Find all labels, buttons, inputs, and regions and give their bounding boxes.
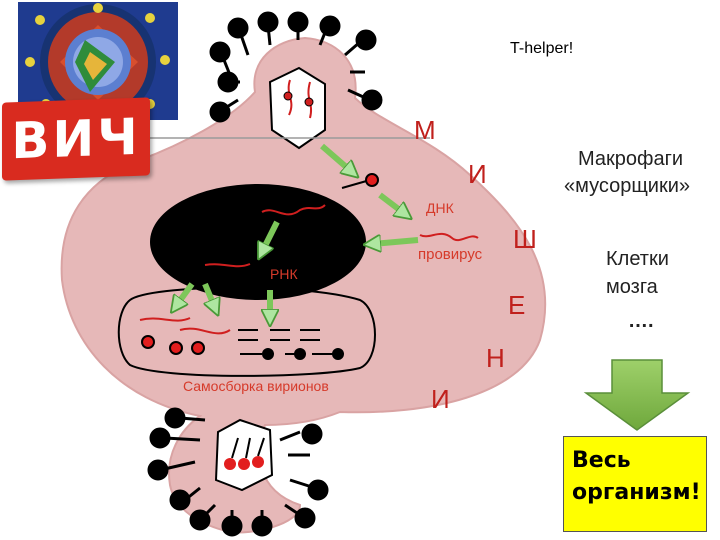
word-letter-6: И	[431, 384, 450, 414]
brain-line2: мозга	[606, 276, 658, 298]
process-arrows	[176, 143, 419, 318]
virion-bottom	[214, 418, 274, 492]
word-letter-1: М	[414, 115, 436, 145]
t-helper-label: T-helper!	[510, 40, 574, 57]
receptors-top	[209, 11, 383, 123]
assembled-virions	[141, 329, 344, 360]
title-banner: ВИЧ	[2, 97, 150, 181]
hiv-virion-image	[18, 2, 178, 120]
virion-top	[268, 66, 326, 150]
title-text: ВИЧ	[11, 107, 141, 171]
word-letter-5: Н	[486, 343, 505, 373]
whole-line2: организм!	[572, 479, 701, 505]
provirus-label: провирус	[418, 246, 483, 263]
endoplasmic-reticulum	[117, 286, 376, 377]
rna-label: РНК	[270, 266, 298, 282]
nucleus	[150, 184, 366, 300]
word-letter-2: И	[468, 159, 487, 189]
word-letter-4: Е	[508, 290, 526, 320]
receptors-bottom	[147, 407, 329, 537]
macrophages-line1: Макрофаги	[578, 148, 684, 170]
dna-label: ДНК	[426, 200, 454, 216]
macrophages-line2: «мусорщики»	[564, 175, 691, 197]
whole-body-box: Весь организм!	[563, 436, 707, 532]
word-letter-3: Ш	[513, 224, 537, 254]
self-assembly-label: Самосборка вирионов	[183, 378, 329, 394]
ellipsis-label: ….	[628, 310, 654, 332]
brain-line1: Клетки	[606, 248, 669, 270]
whole-line1: Весь	[572, 448, 631, 473]
down-arrow	[583, 359, 691, 431]
